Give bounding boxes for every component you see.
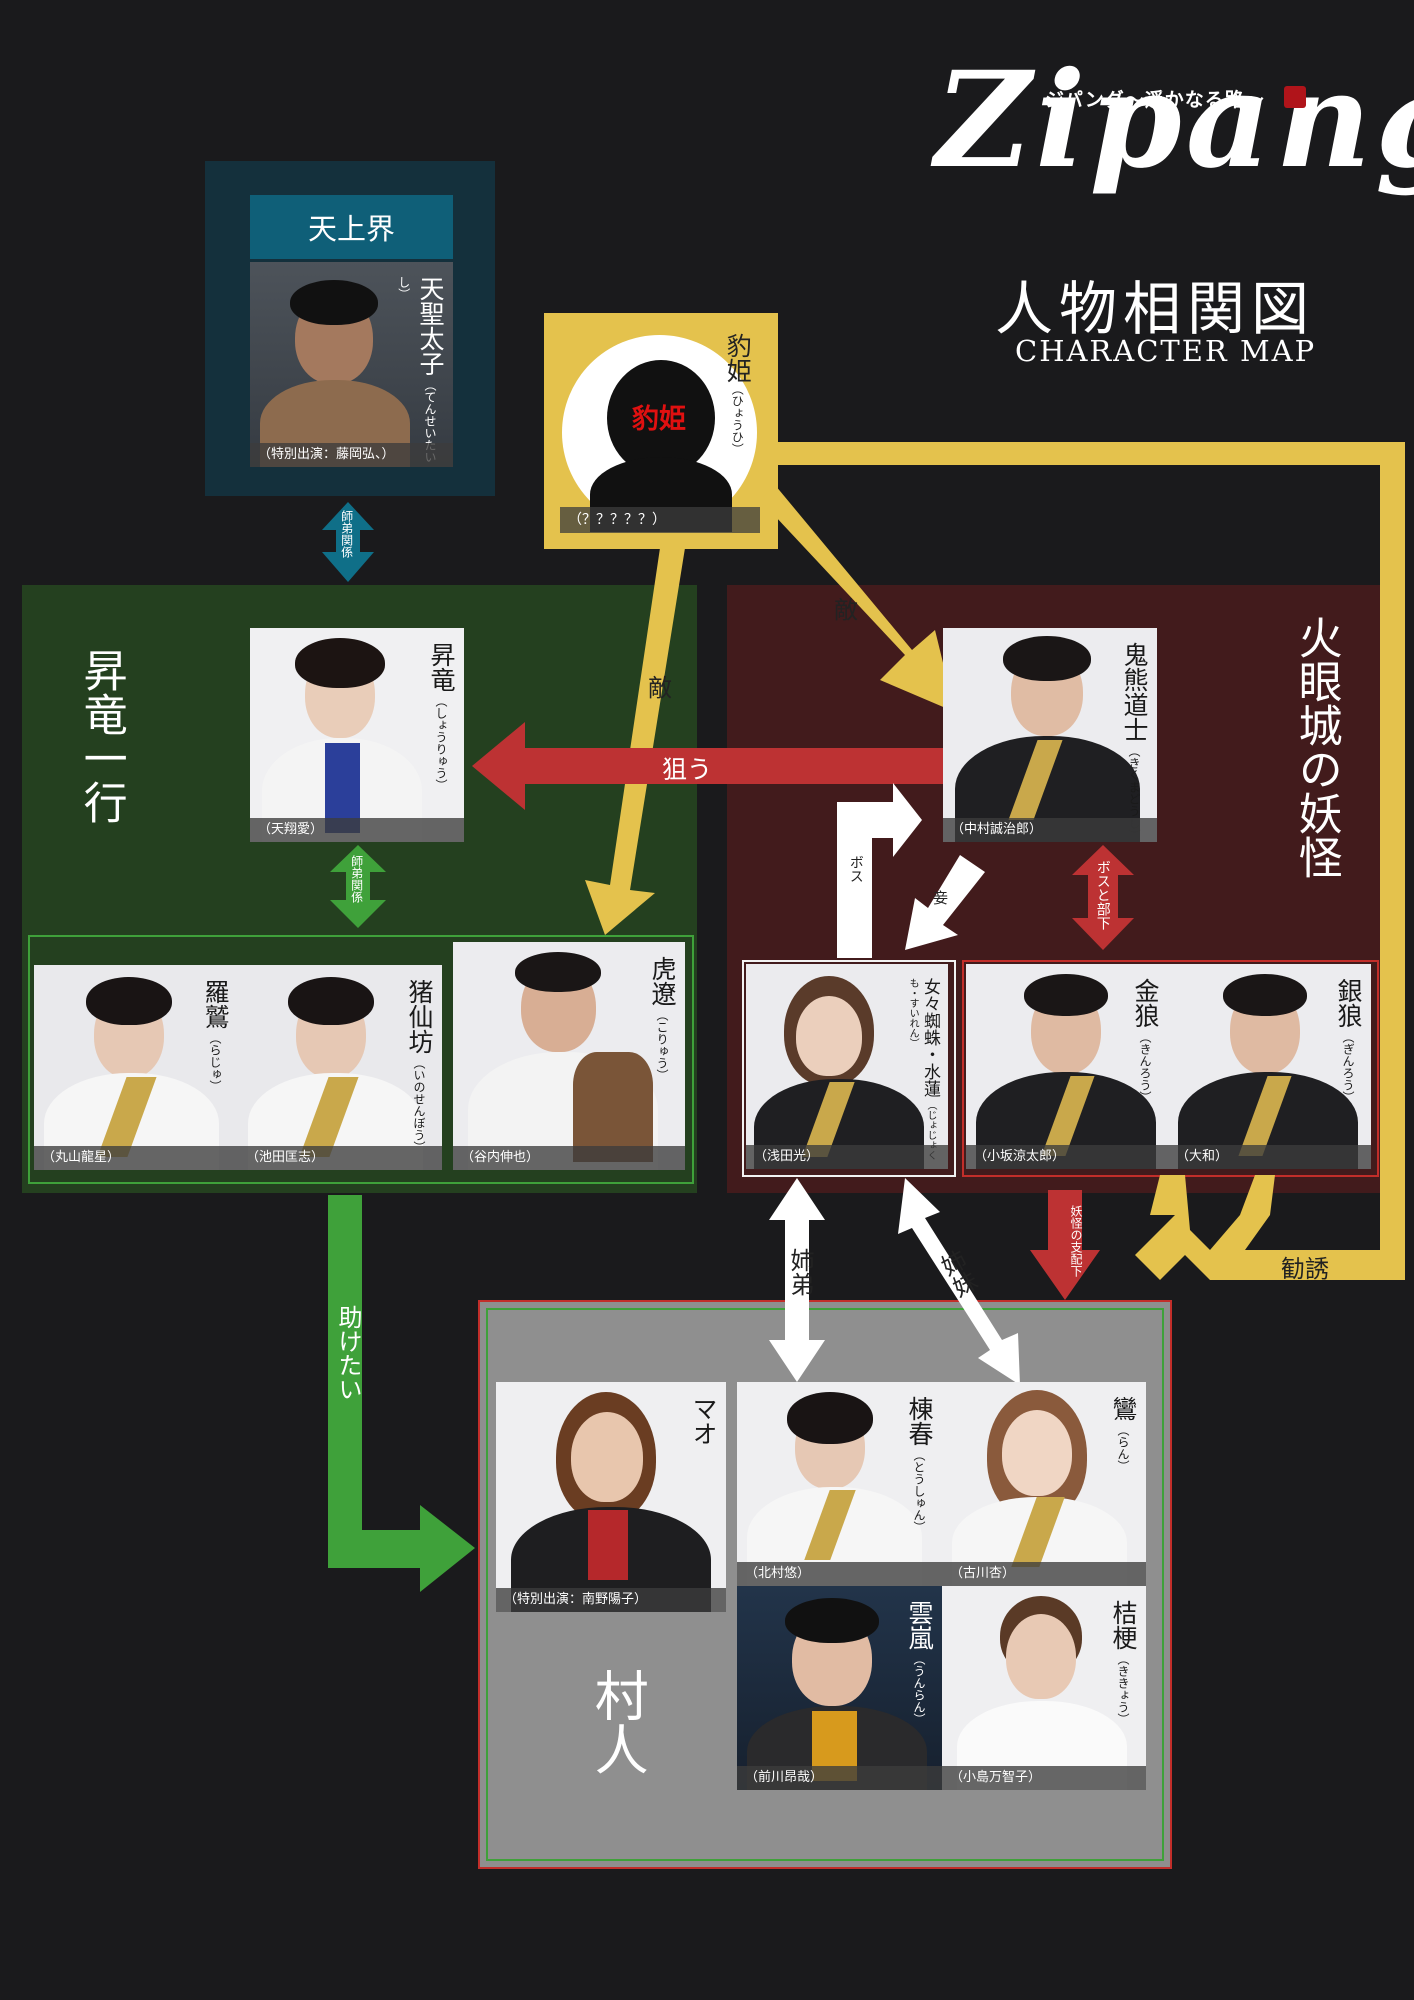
card-tensei: 天聖太子（てんせいたいし） （特別出演：藤岡弘、） (250, 262, 453, 467)
label-yokai-rule: 妖怪の支配下 (1069, 1205, 1083, 1277)
hyouki-name: 豹姫（ひょうひ） (723, 333, 753, 455)
arrow-enemy-left (585, 548, 685, 935)
suiren-frame (742, 960, 956, 1177)
tensei-name: 天聖太子（てんせいたいし） (396, 276, 445, 463)
card-isenbou: 猪仙坊（いのせんぼう） （池田匡志） (238, 965, 442, 1170)
hyouki-name-text: 豹姫 (723, 333, 753, 383)
arrow-mistress (905, 855, 985, 950)
isenbou-name: 猪仙坊（いのせんぼう） (405, 979, 434, 1153)
ginrou-actor: （大和） (1168, 1145, 1371, 1169)
mao-photo (571, 1412, 643, 1502)
label-want-help: 助けたい (334, 1305, 362, 1401)
raju-name: 羅鷲（らじゅ） (201, 979, 230, 1092)
mao-actor: （特別出演：南野陽子） (496, 1588, 726, 1612)
card-koryu: 虎遼（こりゅう） （谷内伸也） (453, 942, 685, 1170)
isenbou-actor: （池田匡志） (238, 1146, 442, 1170)
zipang-logo: Zipang (935, 43, 1414, 198)
shoryu-members-frame (28, 935, 694, 1184)
label-target: 狙う (662, 755, 713, 784)
seal-icon (1284, 86, 1306, 108)
card-ginrou: 銀狼（ぎんろう） （大和） (1168, 964, 1371, 1169)
shoryu-group-title: 昇竜一行 (75, 648, 127, 824)
label-enemy-right: 敵 (834, 596, 858, 624)
unran-actor: （前川昂哉） (737, 1766, 942, 1790)
kinrou-name: 金狼（きんろう） (1131, 978, 1160, 1103)
logo-subtitle: ジパング〜遥かなる路〜 (1045, 89, 1265, 111)
village-inner-frame (486, 1308, 1164, 1861)
label-boss-sub: ボスと部下 (1094, 860, 1111, 930)
village-group-title: 村人 (585, 1668, 649, 1776)
arrow-boss (837, 783, 922, 958)
kikuma-name: 鬼熊道士（きくまどうし） (1120, 642, 1149, 841)
arrow-sister-brother (769, 1178, 825, 1382)
kinrou-actor: （小坂涼太郎） (966, 1145, 1168, 1169)
label-teacher-top: 師弟関係 (339, 510, 354, 558)
kikyou-actor: （小島万智子） (942, 1766, 1146, 1790)
arrow-enemy-right (760, 485, 955, 712)
silhouette-label: 豹姫 (632, 404, 686, 435)
tensei-actor: （特別出演：藤岡弘、） (250, 443, 453, 467)
label-invite: 勧誘 (1281, 1255, 1329, 1283)
hyouki-kana: （ひょうひ） (730, 383, 745, 455)
kikuma-actor: （中村誠治郎） (943, 818, 1157, 842)
page-subtitle: CHARACTER MAP (1015, 334, 1317, 368)
card-raju: 羅鷲（らじゅ） （丸山龍星） (34, 965, 238, 1170)
silhouette-head-icon (607, 360, 715, 476)
arrow-teacher-top (322, 502, 374, 582)
hyouki-actor: （？？？？？） (560, 507, 760, 533)
arrow-yokai-rule (1030, 1190, 1100, 1300)
raju-actor: （丸山龍星） (34, 1146, 238, 1170)
heaven-title: 天上界 (250, 195, 453, 259)
card-shoryu: 昇竜（しょうりゅう） （天翔愛） (250, 628, 464, 842)
arrow-target (472, 722, 943, 810)
suiren-actor: （浅田光） (746, 1145, 948, 1169)
card-kinrou: 金狼（きんろう） （小坂涼太郎） (966, 964, 1168, 1169)
card-unran: 雲嵐（うんらん） （前川昂哉） (737, 1586, 942, 1790)
ran-actor: （古川杏） (942, 1562, 1146, 1586)
card-ran: 鸞（らん） （古川杏） (942, 1382, 1146, 1586)
toushun-name: 棟春（とうしゅん） (905, 1396, 934, 1533)
shoryu-name: 昇竜（しょうりゅう） (427, 642, 456, 791)
koryu-actor: （谷内伸也） (453, 1146, 685, 1170)
card-toushun: 棟春（とうしゅん） （北村悠） (737, 1382, 942, 1586)
arrow-boss-sub (1072, 845, 1134, 950)
card-kikyou: 桔梗（ききょう） （小島万智子） (942, 1586, 1146, 1790)
label-boss: ボス (847, 855, 864, 883)
suiren-name: 女々蜘蛛・水蓮（じょじょくも・すいれん） (907, 978, 940, 1160)
card-mao: マオ （特別出演：南野陽子） (496, 1382, 726, 1612)
arrow-sisters (898, 1178, 1020, 1385)
arrow-teacher-mid (330, 845, 386, 928)
card-kikuma: 鬼熊道士（きくまどうし） （中村誠治郎） (943, 628, 1157, 842)
page-title: 人物相関図 (995, 275, 1316, 343)
koryu-name: 虎遼（こりゅう） (648, 956, 677, 1081)
unran-name: 雲嵐（うんらん） (905, 1600, 934, 1725)
label-sister-brother: 姉弟 (786, 1248, 814, 1296)
label-mistress: 妾 (933, 889, 949, 907)
card-suiren: 女々蜘蛛・水蓮（じょじょくも・すいれん） （浅田光） (746, 964, 948, 1169)
ran-name: 鸞（らん） (1109, 1396, 1138, 1472)
kikyou-name: 桔梗（ききょう） (1109, 1600, 1138, 1725)
ginrou-name: 銀狼（ぎんろう） (1334, 978, 1363, 1103)
toushun-actor: （北村悠） (737, 1562, 942, 1586)
mao-name: マオ (689, 1396, 718, 1446)
kagan-group-title: 火眼城の妖怪 (1290, 615, 1342, 879)
shoryu-actor: （天翔愛） (250, 818, 464, 842)
label-enemy-left: 敵 (648, 674, 672, 702)
ran-photo (1002, 1410, 1072, 1496)
card-hyouki: 豹姫 （？？？？？） (560, 335, 765, 535)
arrow-want-help (328, 1195, 475, 1592)
label-teacher-mid: 師弟関係 (349, 855, 364, 903)
kikyou-photo (1006, 1614, 1076, 1699)
